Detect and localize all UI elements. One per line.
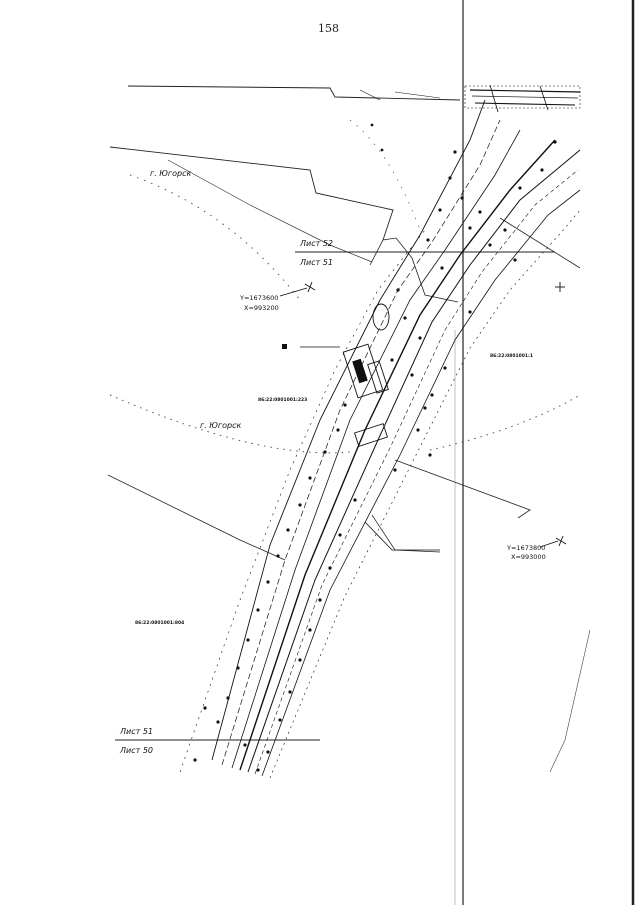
town-label: г. Югорск (150, 169, 192, 178)
parcel-boundary (109, 146, 394, 241)
page-number: 158 (318, 22, 339, 35)
sheet-label-lower-top: Лист 51 (119, 727, 153, 736)
dotted-arc (429, 394, 581, 451)
leader-line (364, 521, 440, 551)
coordinate-y-right: Y=1673800 (506, 544, 545, 552)
coordinate-x-right: X=993000 (511, 553, 546, 561)
buildings (342, 303, 390, 447)
parcel-boundary (371, 514, 441, 553)
parcel-label-right: 86:22:0801001:1 (490, 353, 533, 359)
parcel-boundary (107, 474, 286, 561)
coordinate-y-left: Y=1673600 (239, 294, 278, 302)
parcel-label-center: 86:22:0801001:223 (258, 397, 307, 403)
parcel-boundary (127, 85, 461, 101)
parcel-boundary (499, 217, 581, 269)
parcel-boundary (394, 459, 531, 519)
coordinate-cross (279, 281, 567, 548)
marker-square (282, 344, 287, 349)
coordinate-x-left: X=993200 (244, 304, 279, 312)
parcel-label-lower-left: 86:22:0801001:804 (135, 620, 184, 626)
town-label: г. Югорск (200, 421, 242, 430)
dotted-arc (129, 174, 301, 301)
dotted-arc (109, 394, 351, 454)
dotted-arc (349, 119, 421, 231)
survey-points (193, 123, 557, 772)
sheet-label-upper-bottom: Лист 51 (299, 258, 333, 267)
utility-cluster (359, 84, 581, 113)
parcel-boundary (369, 237, 459, 303)
sheet-label-upper-top: Лист 52 (299, 239, 333, 248)
parcel-boundary (549, 629, 591, 773)
sheet-label-lower-bottom: Лист 50 (119, 746, 153, 755)
road-corridor (179, 99, 581, 779)
parcel-boundary (167, 159, 373, 263)
